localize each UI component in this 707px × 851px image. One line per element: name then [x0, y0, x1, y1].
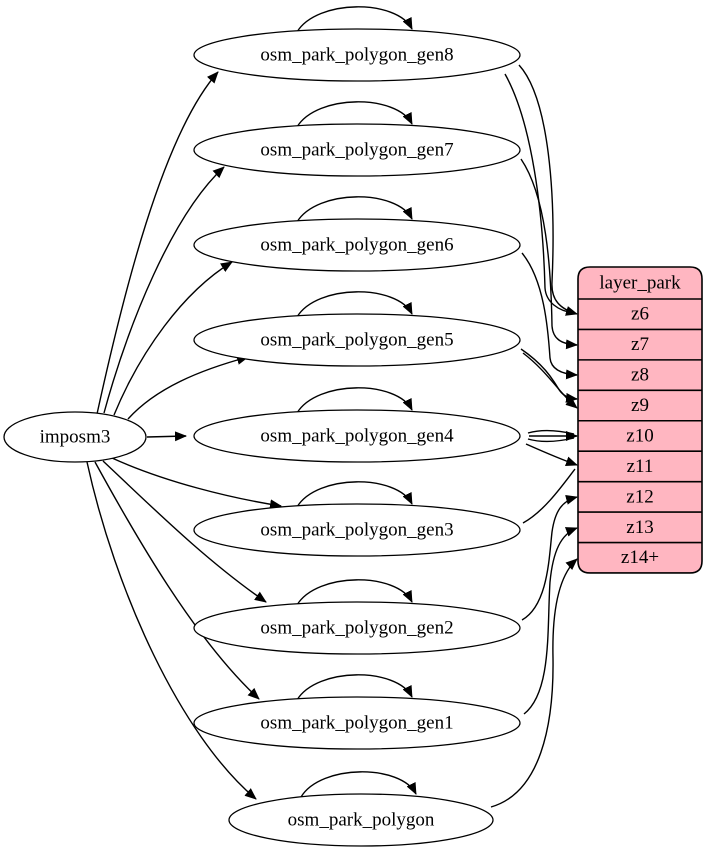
- node-ellipse-imposm3: [3, 411, 147, 463]
- node-ellipse-osm-park-polygon-gen1: [193, 696, 521, 750]
- node-label-osm-park-polygon-gen3: osm_park_polygon_gen3: [260, 520, 453, 541]
- edge-osm-park-polygon-gen5-to-z9-strand2: [522, 352, 578, 409]
- edge-imposm3-to-osm-park-polygon-gen6: [113, 261, 233, 416]
- table-row-label-z10: z10: [626, 425, 653, 446]
- node-osm-park-polygon-gen4: osm_park_polygon_gen4: [193, 409, 521, 463]
- node-osm-park-polygon-gen8: osm_park_polygon_gen8: [193, 28, 521, 82]
- edge-imposm3-to-osm-park-polygon-gen2: [102, 460, 267, 603]
- table-row-label-z14plus: z14+: [621, 547, 659, 568]
- node-ellipse-osm-park-polygon-gen2: [193, 601, 521, 655]
- node-ellipse-osm-park-polygon: [228, 793, 494, 847]
- node-osm-park-polygon-gen7: osm_park_polygon_gen7: [193, 123, 521, 177]
- self-loop-osm-park-polygon-gen5: [296, 291, 413, 318]
- node-label-imposm3: imposm3: [40, 427, 111, 448]
- node-label-osm-park-polygon-gen4: osm_park_polygon_gen4: [260, 426, 454, 447]
- table-row-label-z12: z12: [626, 486, 653, 507]
- edge-imposm3-to-osm-park-polygon-gen8: [96, 71, 219, 415]
- layer-table-node: layer_park z6 z7 z8 z9 z10 z11 z12 z13 z14+: [577, 266, 703, 574]
- node-osm-park-polygon: osm_park_polygon: [228, 793, 494, 847]
- node-ellipse-osm-park-polygon-gen5: [193, 313, 521, 367]
- node-ellipse-osm-park-polygon-gen4: [193, 409, 521, 463]
- table-row-label-z8: z8: [631, 365, 649, 386]
- node-ellipse-osm-park-polygon-gen6: [193, 218, 521, 272]
- self-loop-osm-park-polygon-gen1: [296, 674, 413, 701]
- edge-osm-park-polygon-gen4-to-z10: [527, 429, 575, 435]
- self-loop-osm-park-polygon-gen4: [296, 387, 413, 414]
- table-row-label-z6: z6: [631, 304, 649, 325]
- table-row-label-z13: z13: [626, 517, 653, 538]
- node-osm-park-polygon-gen2: osm_park_polygon_gen2: [193, 601, 521, 655]
- table-row-label-z9: z9: [631, 395, 649, 416]
- node-ellipse-osm-park-polygon-gen3: [193, 503, 521, 557]
- self-loop-osm-park-polygon: [300, 771, 417, 798]
- self-loop-osm-park-polygon-gen6: [296, 196, 413, 223]
- edge-imposm3-to-osm-park-polygon-gen3: [111, 457, 282, 510]
- edge-osm-park-polygon-gen8-to-z6: [518, 64, 578, 316]
- node-label-osm-park-polygon-gen5: osm_park_polygon_gen5: [260, 330, 453, 351]
- node-label-osm-park-polygon-gen2: osm_park_polygon_gen2: [260, 618, 453, 639]
- edge-osm-park-polygon-to-z14plus: [490, 558, 578, 808]
- edge-osm-park-polygon-gen7-to-z7: [520, 158, 578, 350]
- self-loop-osm-park-polygon-gen7: [296, 101, 413, 128]
- edge-imposm3-to-osm-park-polygon-gen7: [103, 166, 225, 414]
- edge-osm-park-polygon-gen4-to-z10-strand3: [527, 437, 575, 443]
- self-loop-osm-park-polygon-gen8: [296, 6, 413, 33]
- node-ellipse-osm-park-polygon-gen7: [193, 123, 521, 177]
- edge-osm-park-polygon-gen8-to-z6-strand2: [504, 73, 575, 314]
- self-loop-osm-park-polygon-gen2: [296, 579, 413, 606]
- edge-osm-park-polygon-gen6-to-z8: [521, 252, 578, 380]
- table-row-label-z11: z11: [627, 456, 654, 477]
- edge-imposm3-to-osm-park-polygon-gen5: [127, 355, 249, 420]
- self-loop-osm-park-polygon-gen3: [296, 481, 413, 508]
- node-label-osm-park-polygon-gen6: osm_park_polygon_gen6: [260, 235, 453, 256]
- layer-table-title: layer_park: [599, 273, 681, 294]
- edge-osm-park-polygon-gen2-to-z12: [521, 495, 578, 621]
- node-imposm3: imposm3: [3, 411, 147, 463]
- node-label-osm-park-polygon-gen7: osm_park_polygon_gen7: [260, 140, 453, 161]
- node-osm-park-polygon-gen1: osm_park_polygon_gen1: [193, 696, 521, 750]
- node-osm-park-polygon-gen3: osm_park_polygon_gen3: [193, 503, 521, 557]
- node-ellipse-osm-park-polygon-gen8: [193, 28, 521, 82]
- node-label-osm-park-polygon-gen8: osm_park_polygon_gen8: [260, 45, 453, 66]
- edge-osm-park-polygon-gen3-to-z11-strand2: [522, 468, 576, 524]
- node-osm-park-polygon-gen5: osm_park_polygon_gen5: [193, 313, 521, 367]
- node-osm-park-polygon-gen6: osm_park_polygon_gen6: [193, 218, 521, 272]
- node-label-osm-park-polygon: osm_park_polygon: [288, 810, 435, 831]
- edge-imposm3-to-osm-park-polygon-gen1: [94, 461, 260, 700]
- edge-imposm3-to-osm-park-polygon: [86, 461, 257, 800]
- table-row-label-z7: z7: [631, 334, 649, 355]
- node-label-osm-park-polygon-gen1: osm_park_polygon_gen1: [260, 713, 453, 734]
- edge-imposm3-to-osm-park-polygon-gen4: [146, 431, 187, 442]
- edge-osm-park-polygon-gen3-to-z11: [525, 443, 578, 467]
- edge-osm-park-polygon-gen1-to-z13: [523, 527, 578, 715]
